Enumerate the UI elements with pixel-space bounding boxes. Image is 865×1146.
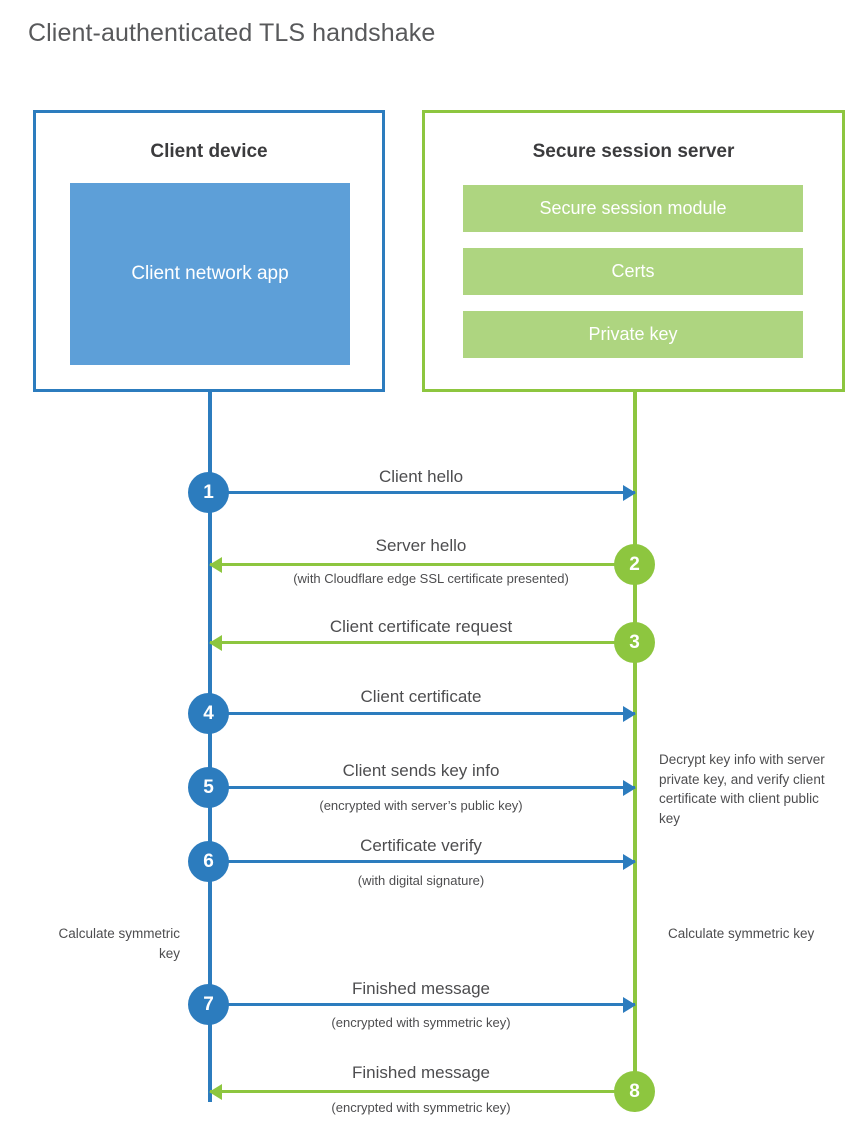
arrowhead-left-icon — [209, 1083, 222, 1100]
arrowhead-right-icon — [623, 996, 636, 1013]
arrowhead-right-icon — [623, 779, 636, 796]
step-circle-6: 6 — [188, 841, 229, 882]
server-component-secure-session-module: Secure session module — [463, 185, 803, 232]
step-circle-5: 5 — [188, 767, 229, 808]
arrowhead-left-icon — [209, 634, 222, 651]
step-label-5: Client sends key info — [342, 761, 500, 780]
step-sublabel-2: (with Cloudflare edge SSL certificate pr… — [293, 571, 569, 586]
arrow-step-6 — [210, 853, 636, 870]
step-label-2: Server hello — [375, 536, 467, 555]
step-sublabel-7: (encrypted with symmetric key) — [331, 1015, 511, 1030]
calculate-symmetric-key-server-note: Calculate symmetric key — [668, 926, 815, 941]
step-circle-1: 1 — [188, 472, 229, 513]
step-circle-8: 8 — [614, 1071, 655, 1112]
step-circle-4: 4 — [188, 693, 229, 734]
arrowhead-right-icon — [623, 853, 636, 870]
secure-session-server-box: Secure session server Secure session mod… — [422, 110, 845, 392]
step-label-3: Client certificate request — [329, 617, 513, 636]
server-component-certs: Certs — [463, 248, 803, 295]
secure-session-server-title: Secure session server — [532, 141, 735, 162]
page-title: Client-authenticated TLS handshake — [28, 19, 436, 47]
arrow-step-1 — [210, 484, 636, 501]
step-circle-7: 7 — [188, 984, 229, 1025]
arrowhead-left-icon — [209, 556, 222, 573]
step-sublabel-8: (encrypted with symmetric key) — [331, 1100, 511, 1115]
calculate-symmetric-key-client-note: Calculate symmetric key — [58, 926, 180, 961]
arrow-step-4 — [210, 705, 636, 722]
client-device-box: Client device Client network app — [33, 110, 385, 392]
arrow-step-2 — [209, 556, 635, 573]
step-circle-3: 3 — [614, 622, 655, 663]
client-device-title: Client device — [150, 141, 268, 162]
step-label-4: Client certificate — [360, 687, 482, 706]
arrowhead-right-icon — [623, 484, 636, 501]
step-label-6: Certificate verify — [360, 836, 482, 855]
arrow-step-5 — [210, 779, 636, 796]
client-lifeline — [208, 392, 212, 1102]
step-label-8: Finished message — [352, 1063, 490, 1082]
step-label-7: Finished message — [352, 979, 490, 998]
arrow-step-8 — [209, 1083, 635, 1100]
step-sublabel-5: (encrypted with server’s public key) — [319, 798, 523, 813]
step-sublabel-6: (with digital signature) — [357, 873, 485, 888]
arrow-step-3 — [209, 634, 635, 651]
client-network-app-block: Client network app — [70, 183, 350, 365]
arrowhead-right-icon — [623, 705, 636, 722]
server-lifeline — [633, 392, 637, 1092]
step-label-1: Client hello — [378, 467, 464, 486]
server-component-private-key: Private key — [463, 311, 803, 358]
arrow-step-7 — [210, 996, 636, 1013]
step-circle-2: 2 — [614, 544, 655, 585]
decrypt-key-info-note: Decrypt key info with server private key… — [659, 752, 825, 826]
